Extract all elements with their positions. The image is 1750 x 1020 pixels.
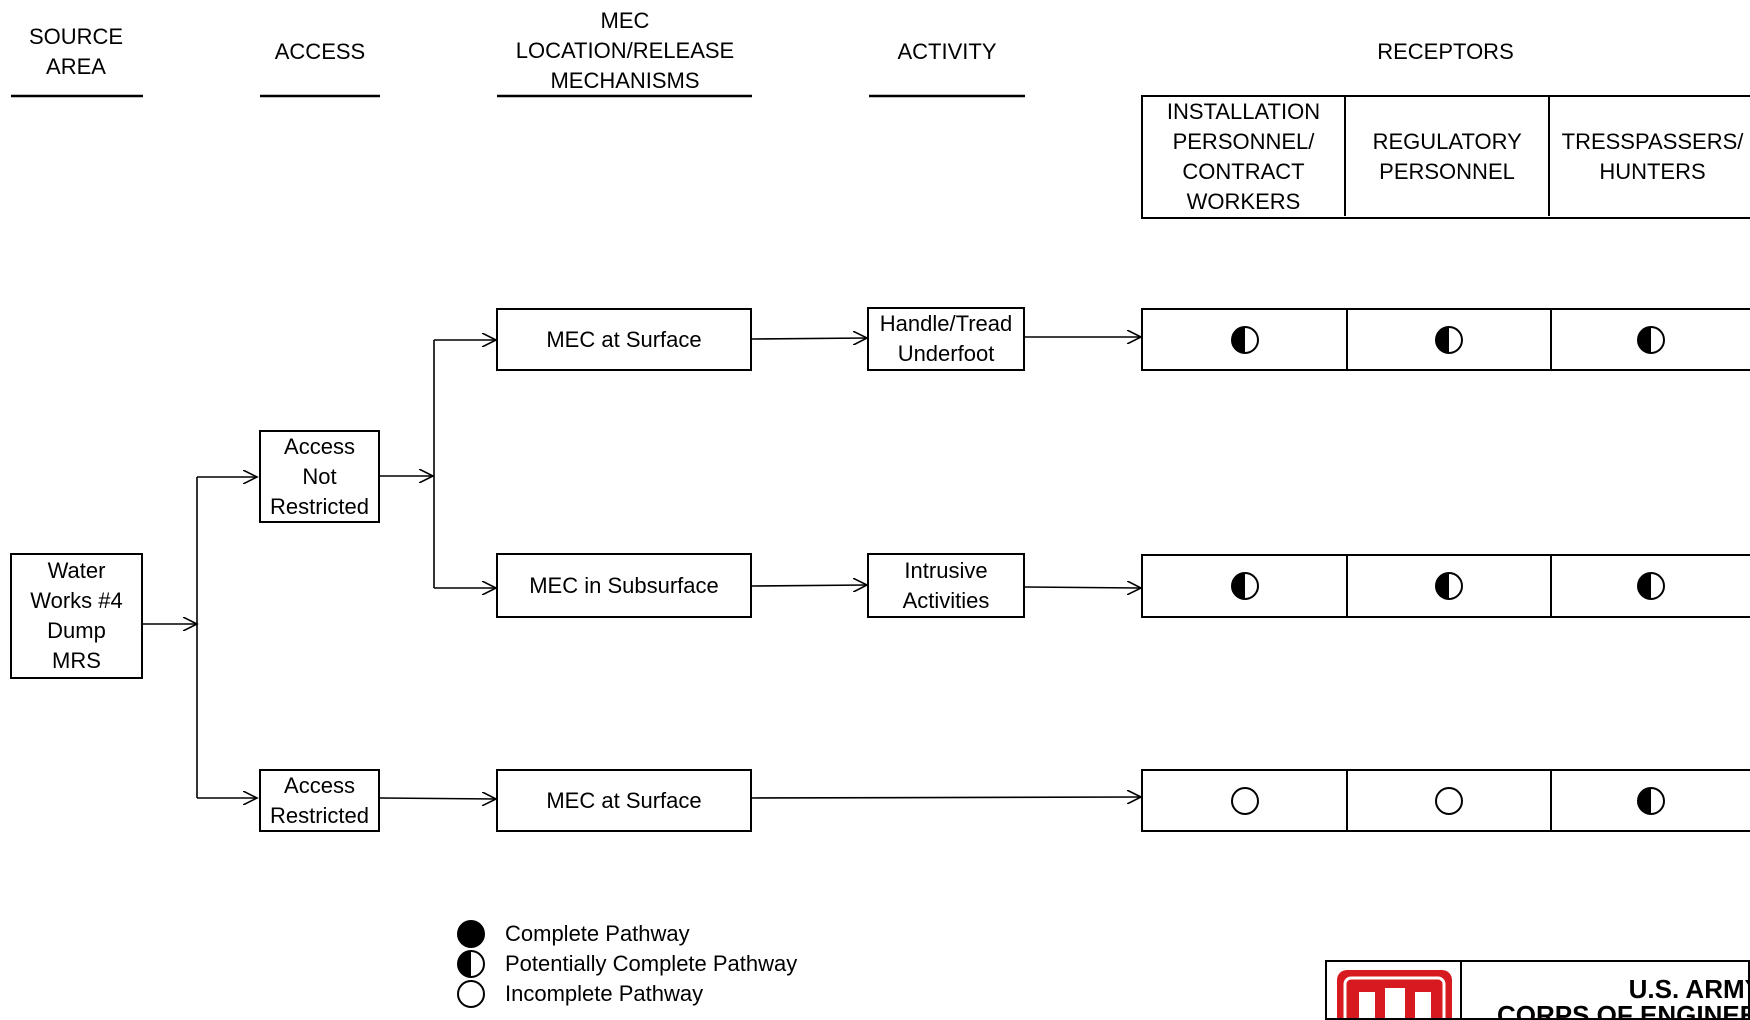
pathway-row	[1141, 308, 1750, 371]
usace-title-block: U.S. ARMY CORPS OF ENGINEERS	[1325, 960, 1750, 1020]
potentially-complete-pathway-icon	[1637, 572, 1665, 600]
connector-restricted-to-mec	[379, 798, 496, 799]
pathway-cell	[1143, 771, 1348, 830]
legend-incomplete: Incomplete Pathway	[455, 978, 703, 1010]
potentially-complete-pathway-icon	[457, 950, 485, 978]
receptor-regulatory-personnel: REGULATORY PERSONNEL	[1346, 97, 1550, 216]
pathway-cell	[1552, 771, 1750, 830]
legend-incomplete-label: Incomplete Pathway	[505, 981, 704, 1006]
connector-mec-subsurface-to-activity	[751, 585, 867, 586]
access-restricted: Access Restricted	[259, 769, 380, 832]
usace-title-line1: U.S. ARMY	[1628, 974, 1750, 1004]
connector-activity2-to-receptors	[1024, 587, 1141, 588]
mec-in-subsurface: MEC in Subsurface	[496, 553, 752, 618]
access-not-restricted: Access Not Restricted	[259, 430, 380, 523]
pathway-cell	[1143, 310, 1348, 369]
potentially-complete-pathway-icon	[1435, 325, 1463, 354]
usace-title-line2: CORPS OF ENGINEERS	[1497, 1000, 1748, 1020]
usace-logo-panel	[1327, 962, 1462, 1018]
pathway-cell	[1552, 556, 1750, 616]
receptor-header-table: INSTALLATION PERSONNEL/ CONTRACT WORKERS…	[1141, 95, 1750, 219]
legend-potential: Potentially Complete Pathway	[455, 948, 797, 980]
activity-handle-tread: Handle/Tread Underfoot	[867, 307, 1025, 371]
activity-intrusive: Intrusive Activities	[867, 553, 1025, 618]
castle-logo-icon	[1337, 970, 1452, 1018]
header-mec-location: MEC LOCATION/RELEASE MECHANISMS	[515, 8, 735, 93]
source-water-works-dump: Water Works #4 Dump MRS	[10, 553, 143, 679]
header-source-area: SOURCE AREA	[28, 24, 124, 79]
potentially-complete-pathway-icon	[1230, 572, 1259, 600]
pathway-cell	[1552, 310, 1750, 369]
pathway-row	[1141, 554, 1750, 618]
legend-potential-label: Potentially Complete Pathway	[505, 951, 798, 976]
complete-pathway-icon	[457, 920, 485, 948]
connector-mec-surface-to-activity	[751, 338, 867, 339]
pathway-cell	[1348, 771, 1552, 830]
mec-at-surface-2: MEC at Surface	[496, 769, 752, 832]
pathway-row	[1141, 769, 1750, 832]
potentially-complete-pathway-icon	[1435, 572, 1463, 600]
incomplete-pathway-icon	[457, 980, 485, 1008]
header-receptors: RECEPTORS	[1377, 39, 1514, 64]
incomplete-pathway-icon	[1435, 786, 1463, 815]
header-access: ACCESS	[274, 39, 366, 64]
connector-mec3-to-receptors	[751, 797, 1141, 798]
pathway-cell	[1348, 310, 1552, 369]
mec-at-surface-1: MEC at Surface	[496, 308, 752, 371]
incomplete-pathway-icon	[1230, 786, 1259, 815]
pathway-cell	[1348, 556, 1552, 616]
pathway-cell	[1143, 556, 1348, 616]
legend-complete: Complete Pathway	[455, 918, 690, 950]
potentially-complete-pathway-icon	[1637, 325, 1665, 354]
potentially-complete-pathway-icon	[1230, 325, 1259, 354]
header-activity: ACTIVITY	[897, 39, 997, 64]
receptor-installation-personnel: INSTALLATION PERSONNEL/ CONTRACT WORKERS	[1143, 97, 1346, 216]
receptor-trespassers-hunters: TRESSPASSERS/ HUNTERS	[1561, 128, 1744, 184]
potentially-complete-pathway-icon	[1637, 786, 1665, 815]
legend-complete-label: Complete Pathway	[505, 921, 690, 946]
